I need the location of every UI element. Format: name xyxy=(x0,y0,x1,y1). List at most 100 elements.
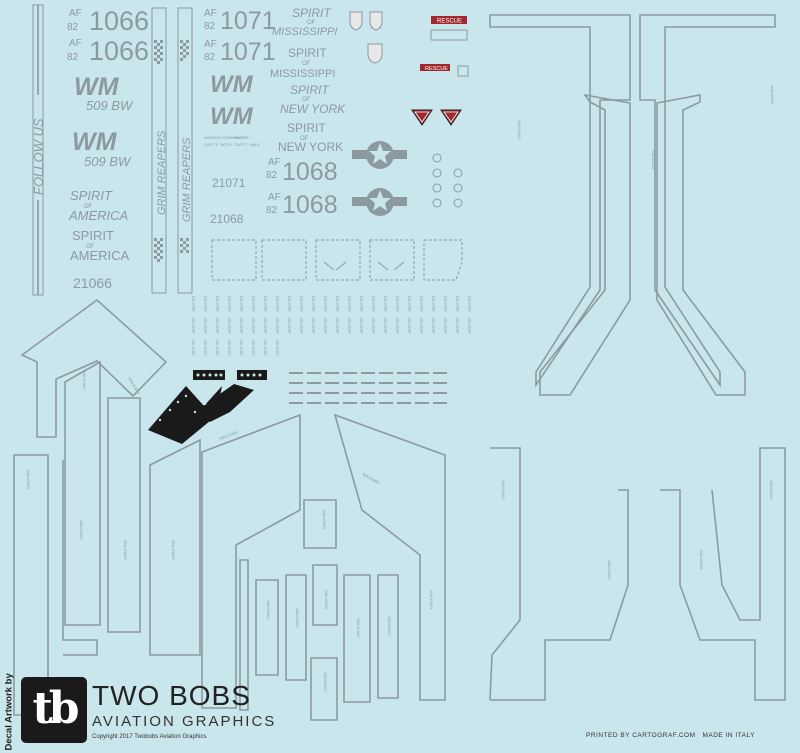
wing-label: 509 BW xyxy=(84,154,132,169)
tail-number: 1068 xyxy=(282,158,338,186)
serial-block-1068-b: AF 82 1068 xyxy=(266,191,338,219)
dash-strip xyxy=(433,372,447,374)
svg-text:WALKWAY: WALKWAY xyxy=(323,672,328,692)
serial-block-1071-b: AF 82 1071 xyxy=(204,38,276,66)
dash-strip xyxy=(289,382,303,384)
no-step-label: NO STEP xyxy=(251,340,255,356)
svg-text:WALKWAY: WALKWAY xyxy=(295,608,300,628)
dash-strip xyxy=(325,392,339,394)
tail-number: 1071 xyxy=(220,7,276,35)
no-step-label: NO STEP xyxy=(239,340,243,356)
svg-text:OF: OF xyxy=(302,97,311,103)
dashed-panels xyxy=(211,239,463,281)
no-step-label: NO STEP xyxy=(455,296,459,312)
dash-strip xyxy=(397,402,411,404)
svg-text:RESCUE: RESCUE xyxy=(425,66,448,72)
no-step-label: NO STEP xyxy=(263,296,267,312)
no-step-label: NO STEP xyxy=(299,296,303,312)
no-step-label: NO STEP xyxy=(407,318,411,334)
serial-block-1066-a: AF 82 1066 xyxy=(67,6,149,36)
access-circles xyxy=(432,153,463,208)
dash-strip xyxy=(433,382,447,384)
dash-strip xyxy=(433,402,447,404)
svg-text:WALKWAY: WALKWAY xyxy=(501,480,506,500)
no-step-grid: NO STEP NO STEP NO STEP NO STEP NO STEP NO ST… xyxy=(191,296,471,356)
spirit-of-new-york-b: SPIRIT OF NEW YORK xyxy=(278,121,343,154)
america-label: AMERICA xyxy=(68,208,128,223)
unit-emblems xyxy=(349,11,383,64)
af-label: AF xyxy=(204,39,217,50)
svg-text:WALKWAY: WALKWAY xyxy=(79,520,84,540)
no-step-label: NO STEP xyxy=(239,318,243,334)
no-step-label: NO STEP xyxy=(263,318,267,334)
wing-code-a: WM 509 BW xyxy=(74,73,134,113)
year-label: 82 xyxy=(67,22,79,33)
no-step-label: NO STEP xyxy=(419,296,423,312)
wm-code-mid-b: WM xyxy=(210,103,254,130)
no-step-label: NO STEP xyxy=(275,296,279,312)
spirit-of-new-york-a: SPIRIT OF NEW YORK xyxy=(280,83,346,116)
year-label: 82 xyxy=(204,52,216,63)
no-step-label: NO STEP xyxy=(467,296,471,312)
no-step-label: NO STEP xyxy=(215,340,219,356)
svg-text:WALKWAY: WALKWAY xyxy=(26,470,31,490)
no-step-label: NO STEP xyxy=(191,340,195,356)
no-step-label: NO STEP xyxy=(299,318,303,334)
svg-text:WALKWAY: WALKWAY xyxy=(387,616,392,636)
spirit-label: SPIRIT xyxy=(72,228,114,243)
black-strips xyxy=(148,370,267,444)
dash-strip xyxy=(307,402,321,404)
no-step-label: NO STEP xyxy=(359,296,363,312)
no-step-label: NO STEP xyxy=(311,296,315,312)
dash-strip xyxy=(379,372,393,374)
no-step-label: NO STEP xyxy=(323,296,327,312)
dash-strip xyxy=(307,372,321,374)
brand-copyright: Copyright 2017 Twobobs Aviation Graphics xyxy=(92,734,207,740)
no-step-label: NO STEP xyxy=(443,318,447,334)
dash-strip xyxy=(397,372,411,374)
svg-text:WALKWAY: WALKWAY xyxy=(219,429,240,441)
no-step-label: NO STEP xyxy=(383,318,387,334)
no-step-label: NO STEP xyxy=(395,296,399,312)
national-insignia-a xyxy=(352,141,407,169)
svg-text:SPIRIT: SPIRIT xyxy=(287,121,326,135)
svg-text:MISSION COMMANDER: MISSION COMMANDER xyxy=(204,135,249,140)
no-step-label: NO STEP xyxy=(443,296,447,312)
no-step-label: NO STEP xyxy=(395,318,399,334)
grim-reapers-band-left: GRIM REAPERS xyxy=(151,7,168,294)
spirit-of-mississippi-b: SPIRIT OF MISSISSIPPI xyxy=(270,46,335,80)
dash-strip xyxy=(361,402,375,404)
rescue-marking-b: RESCUE xyxy=(420,64,469,77)
no-step-label: NO STEP xyxy=(215,318,219,334)
small-serial-21071: 21071 xyxy=(212,176,246,190)
no-step-label: NO STEP xyxy=(311,318,315,334)
dash-strip xyxy=(433,392,447,394)
svg-text:OF: OF xyxy=(300,136,309,142)
svg-text:CAPT S. BOTH: CAPT S. BOTH xyxy=(204,142,232,147)
no-step-label: NO STEP xyxy=(275,318,279,334)
of-label: OF xyxy=(86,244,95,250)
no-step-label: NO STEP xyxy=(431,318,435,334)
follow-us-text: FOLLOW US xyxy=(31,118,46,195)
warning-triangles xyxy=(411,109,462,126)
tail-number: 1066 xyxy=(89,36,149,66)
small-serial-21066: 21066 xyxy=(73,275,112,291)
no-step-label: NO STEP xyxy=(227,296,231,312)
svg-text:WALKWAY: WALKWAY xyxy=(607,560,612,580)
wing-label: 509 BW xyxy=(86,98,134,113)
no-step-label: NO STEP xyxy=(275,340,279,356)
no-step-label: NO STEP xyxy=(227,340,231,356)
america-label: AMERICA xyxy=(70,248,130,263)
no-step-label: NO STEP xyxy=(227,318,231,334)
wm-code: WM xyxy=(72,128,118,156)
svg-text:MISSISSIPPI: MISSISSIPPI xyxy=(272,26,337,38)
dash-strip xyxy=(361,372,375,374)
no-step-label: NO STEP xyxy=(287,318,291,334)
tail-number: 1066 xyxy=(89,6,149,36)
svg-text:WALKWAY: WALKWAY xyxy=(171,540,176,560)
grim-reapers-text: GRIM REAPERS xyxy=(156,130,168,215)
dash-strip xyxy=(325,372,339,374)
wm-code: WM xyxy=(74,73,120,101)
year-label: 82 xyxy=(204,21,216,32)
